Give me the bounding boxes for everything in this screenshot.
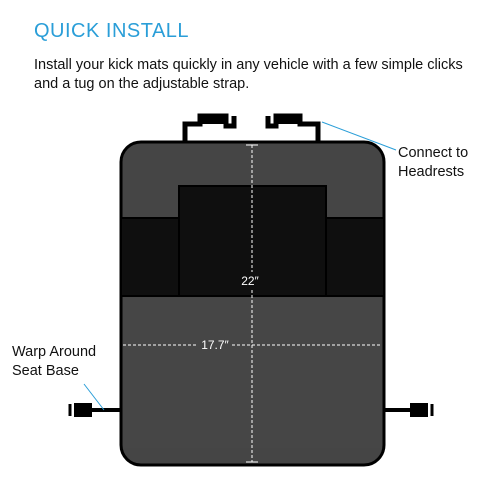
pocket-left <box>120 217 180 297</box>
seat-strap-left <box>68 403 121 417</box>
height-label: 22″ <box>241 274 259 288</box>
pocket-right <box>325 217 385 297</box>
page-title: QUICK INSTALL <box>34 20 190 42</box>
page-subtitle: Install your kick mats quickly in any ve… <box>34 57 463 92</box>
width-label: 17.7″ <box>201 338 229 352</box>
headrest-strap-right <box>265 113 321 145</box>
height-label-bg <box>236 272 264 288</box>
headrest-strap-left <box>182 113 237 145</box>
callout-line-seat-base <box>83 383 105 411</box>
callout-line-headrests <box>321 121 397 151</box>
seat-strap-right <box>384 403 434 417</box>
callout-connect-headrests: Connect to Headrests <box>398 145 469 180</box>
callout-wrap-seat-base: Warp Around Seat Base <box>12 344 97 379</box>
